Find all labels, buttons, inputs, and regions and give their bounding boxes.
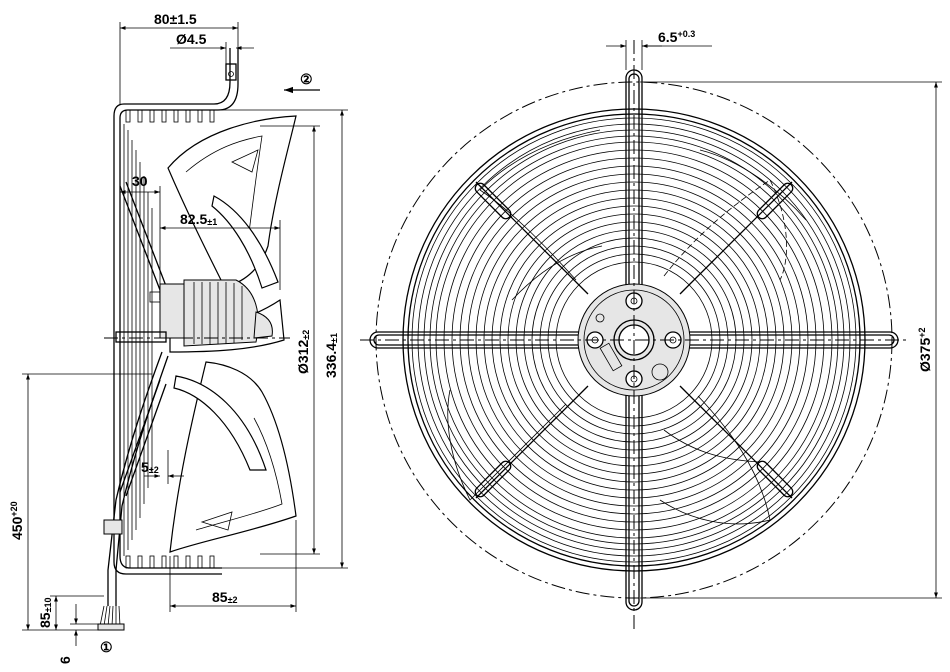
dim-6: 6 (57, 656, 73, 664)
dim-dia-375: Ø375+2 (917, 327, 933, 372)
side-dimensions: 80±1.5 Ø4.5 ② 30 82.5±1 Ø312±2 336.4±1 5… (9, 11, 348, 664)
impeller-blades (447, 129, 807, 525)
guard-ring-slots-bottom (125, 555, 215, 569)
front-view (360, 40, 906, 630)
side-view (97, 48, 297, 631)
front-dimensions: 6.5+0.3 Ø375+2 (606, 29, 942, 599)
dim-80: 80±1.5 (154, 11, 197, 27)
guard-ring-slots-top (125, 109, 215, 123)
airflow-marker-2: ② (300, 71, 313, 87)
dim-cable-450: 450+20 (9, 501, 25, 540)
guard-spokes-diagonal (474, 181, 794, 499)
dim-336-4: 336.4±1 (323, 333, 339, 378)
dim-strip-85: 85±10 (37, 597, 53, 628)
dim-85: 85±2 (212, 589, 238, 605)
dim-dia-312: Ø312±2 (295, 330, 311, 374)
dim-82-5: 82.5±1 (180, 211, 217, 227)
fan-blade-lower (169, 361, 297, 553)
dim-slot-6-5: 6.5+0.3 (658, 29, 695, 45)
cable-bundle (97, 351, 169, 631)
dim-30: 30 (132, 173, 148, 189)
motor-hub-side (149, 279, 273, 347)
dim-5: 5±2 (141, 459, 159, 475)
dim-bore-4-5: Ø4.5 (176, 31, 207, 47)
fan-blade-upper (167, 115, 297, 287)
cable-marker-1: ① (100, 639, 113, 655)
